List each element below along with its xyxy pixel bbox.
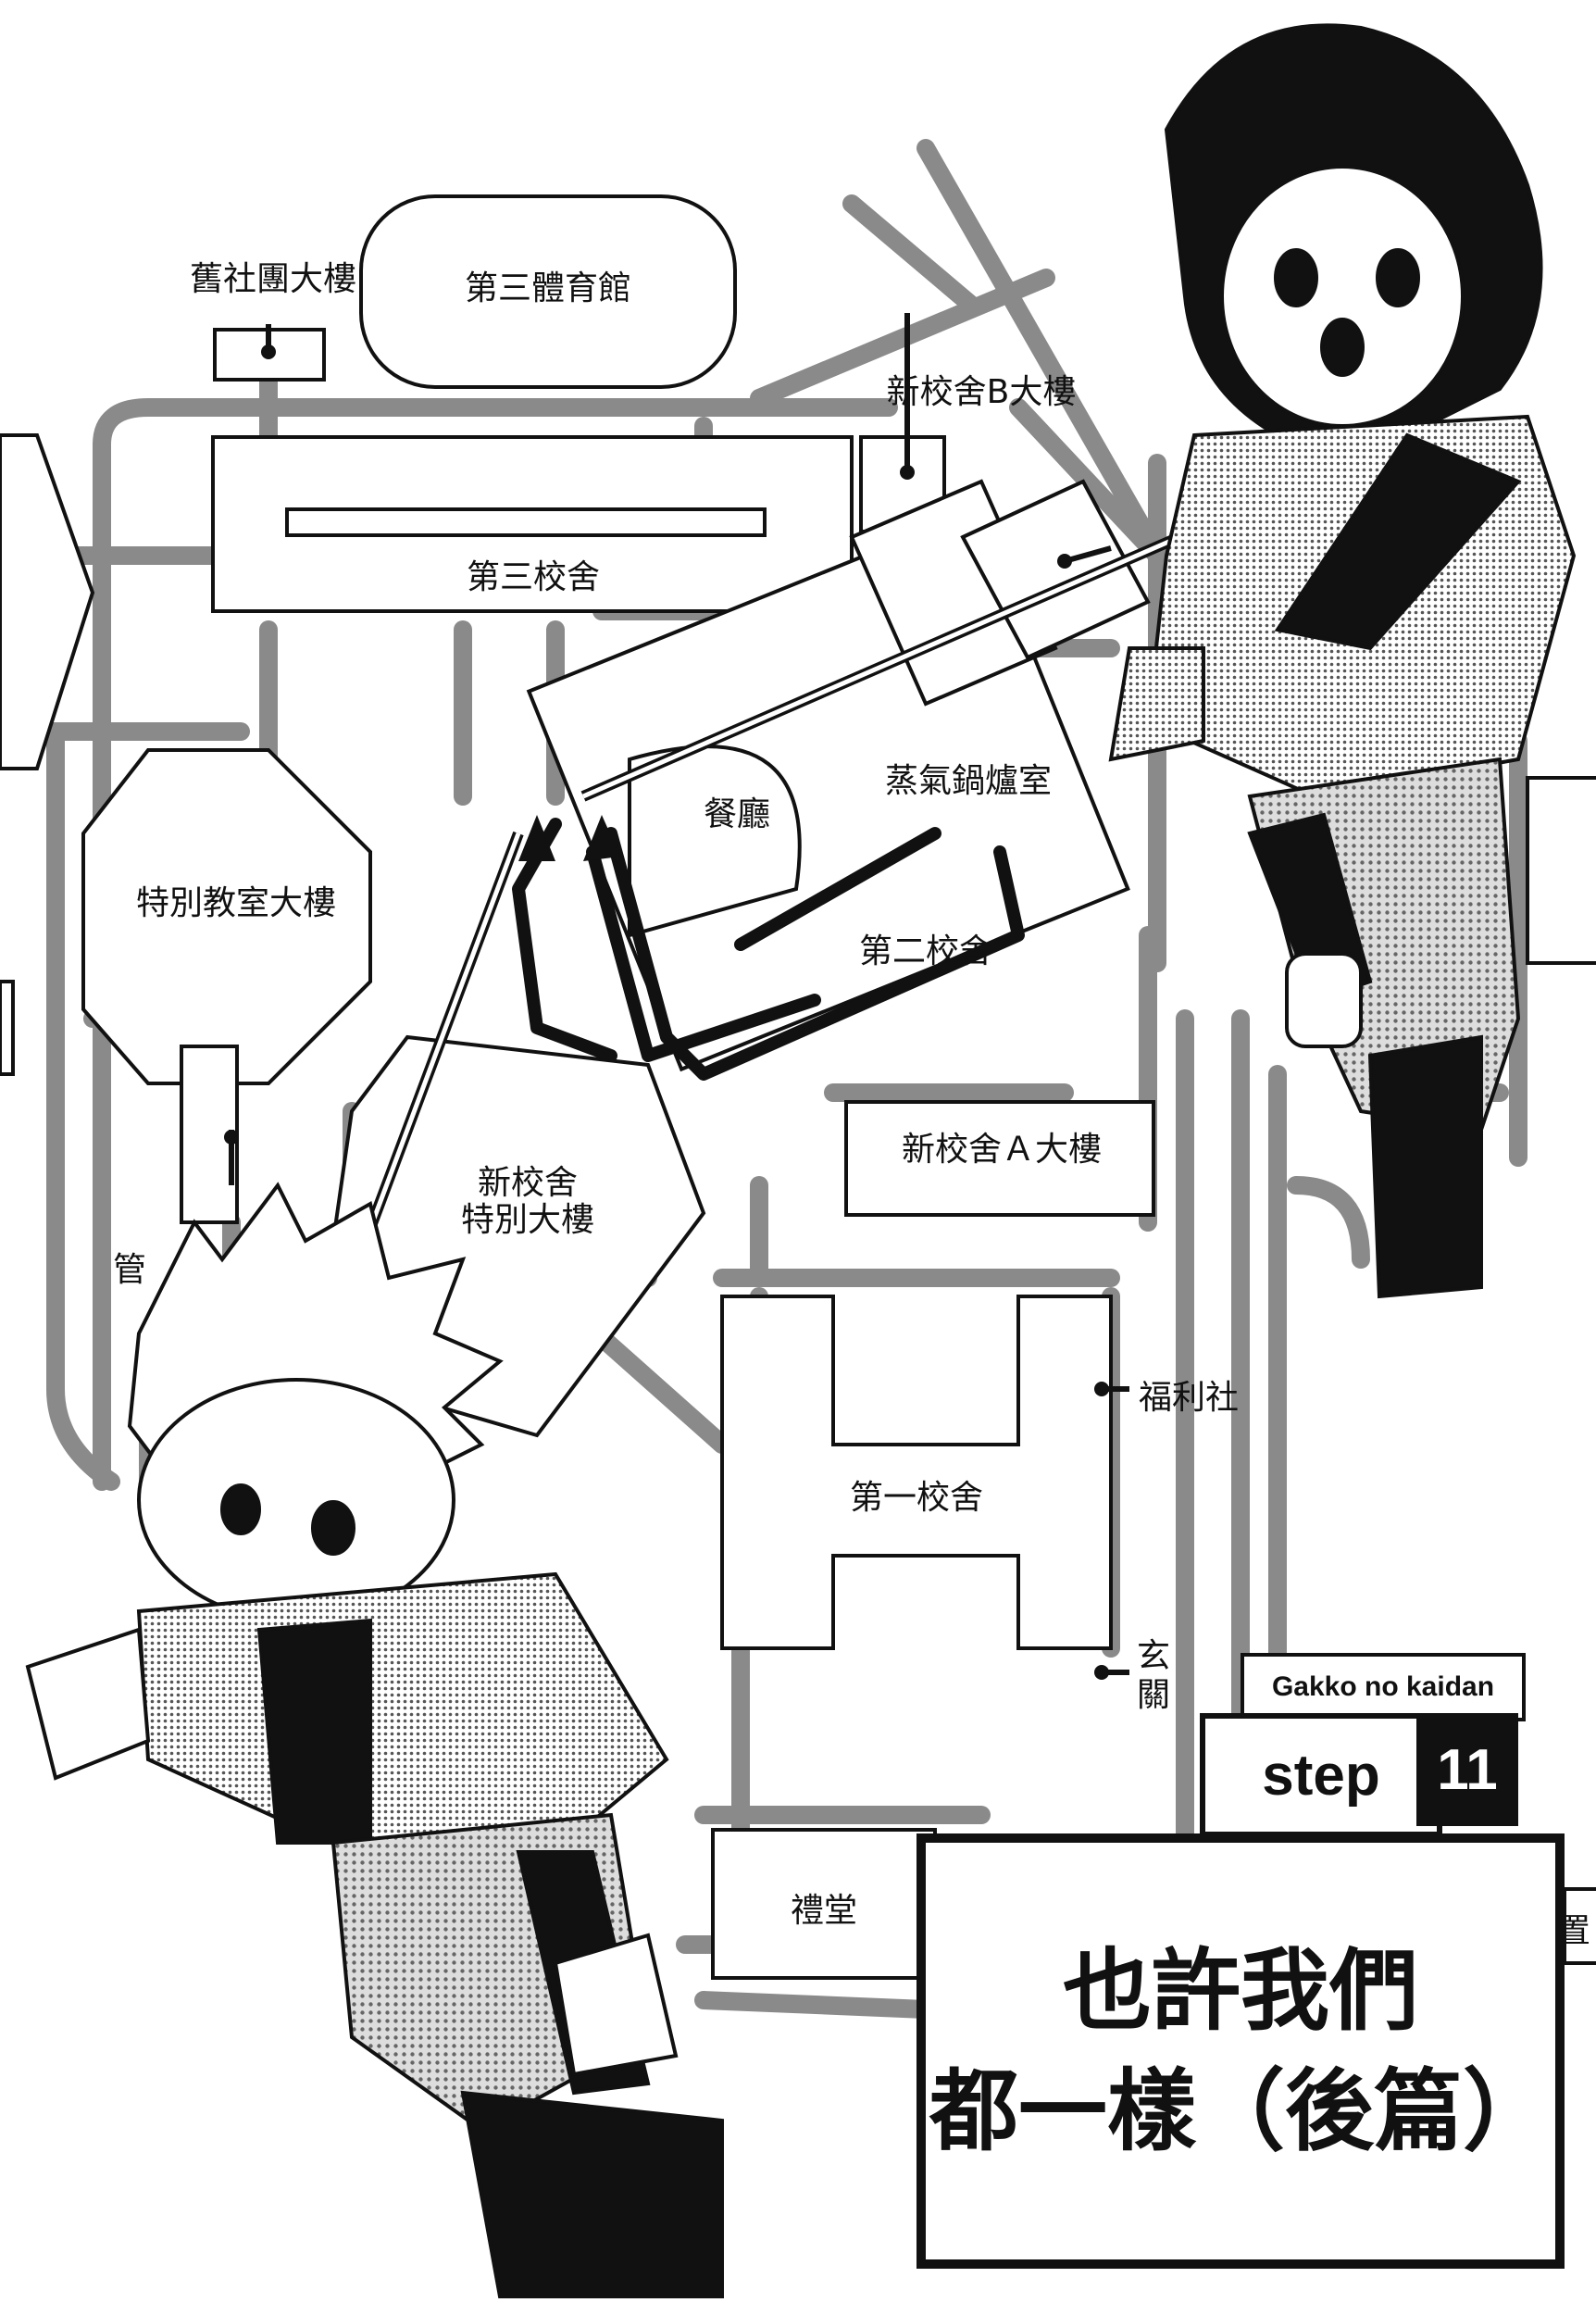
series-tag: Gakko no kaidan [1241,1653,1526,1721]
label-cafeteria: 餐廳 [703,795,771,833]
pointer-lines [229,313,1225,1675]
label-welfare-shop: 福利社 [1139,1379,1240,1417]
label-entrance: 玄關 [1136,1637,1170,1714]
label-old-club-building: 舊社團大樓 [189,260,357,298]
chapter-title-box: 也許我們 都一樣（後篇） [916,1833,1565,2269]
chapter-title-line-1: 也許我們 [1063,1939,1418,2043]
step-label: step [1200,1713,1442,1837]
label-school-building-two: 第二校舍 [858,932,993,970]
step-number: 11 [1416,1713,1518,1826]
label-auditorium: 禮堂 [790,1892,858,1930]
label-new-building-a: 新校舍Ａ大樓 [901,1131,1103,1169]
character-right [1108,23,1577,1299]
arrow-head-right [583,815,620,861]
label-school-building-three: 第三校舍 [466,558,601,596]
label-new-special-building: 新校舍 特別大樓 [460,1164,594,1239]
label-boiler-room: 蒸氣鍋爐室 [884,762,1053,800]
label-edge-left: 管 [113,1251,147,1289]
arrow-head-left [518,815,555,861]
pointer-dots [224,344,1109,1680]
chapter-title-line-2: 都一樣（後篇） [929,2059,1552,2163]
label-special-classroom-building: 特別教室大樓 [135,884,337,922]
label-new-building-b: 新校舍B大樓 [886,373,1077,411]
label-school-building-one: 第一校舍 [849,1479,984,1517]
character-left [25,1182,724,2298]
label-gym-three: 第三體育館 [464,269,632,307]
